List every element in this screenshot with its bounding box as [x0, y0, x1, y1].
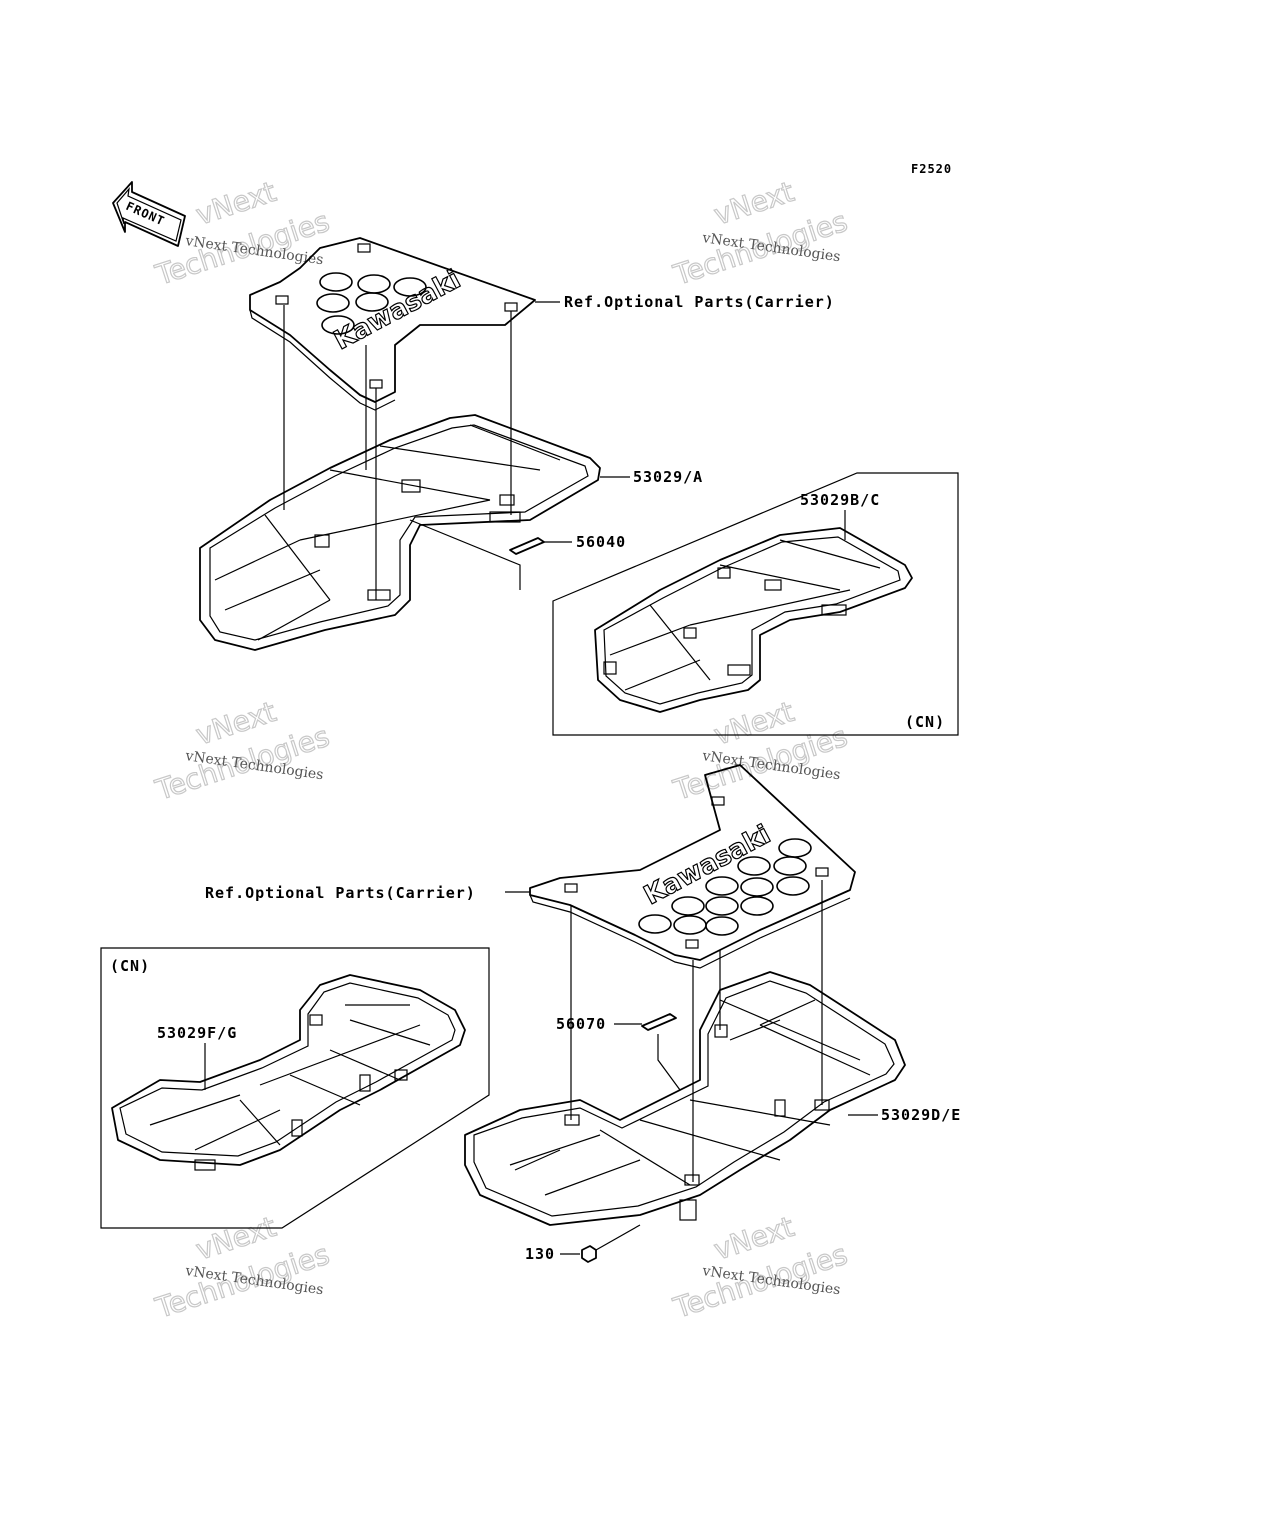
label-130: 130	[525, 1245, 555, 1263]
label-cn-top: (CN)	[905, 713, 945, 731]
part-56070	[614, 1013, 681, 1091]
watermark-3: vNext Technologies vNext Technologies	[150, 694, 333, 807]
label-56040: 56040	[576, 533, 626, 551]
figure-code: F2520	[911, 162, 952, 176]
cn-box-top	[552, 472, 959, 736]
label-ref-optional-bottom: Ref.Optional Parts(Carrier)	[205, 884, 476, 902]
label-ref-optional-top: Ref.Optional Parts(Carrier)	[564, 293, 835, 311]
part-56040	[409, 519, 572, 590]
label-53029-de: 53029D/E	[881, 1106, 961, 1124]
bolt-130	[560, 1224, 641, 1263]
watermark-5: vNext Technologies vNext Technologies	[150, 1209, 333, 1325]
label-53029-bc: 53029B/C	[800, 491, 880, 509]
rack-53029-fg	[111, 974, 466, 1171]
top-leader-lines	[283, 301, 560, 600]
label-53029-a: 53029/A	[633, 468, 703, 486]
rack-53029-bc	[594, 527, 913, 713]
front-arrow-icon: FRONT	[112, 181, 186, 247]
watermark-2: vNext Technologies vNext Technologies	[668, 174, 851, 292]
rack-53029-a	[199, 414, 601, 651]
watermark-6: vNext Technologies vNext Technologies	[668, 1209, 851, 1325]
label-53029-fg: 53029F/G	[157, 1024, 237, 1042]
label-cn-bottom: (CN)	[110, 957, 150, 975]
cn-box-bottom	[100, 947, 490, 1229]
watermark-4: vNext Technologies vNext Technologies	[668, 694, 851, 807]
label-56070: 56070	[556, 1015, 606, 1033]
rack-53029-de	[464, 971, 906, 1226]
